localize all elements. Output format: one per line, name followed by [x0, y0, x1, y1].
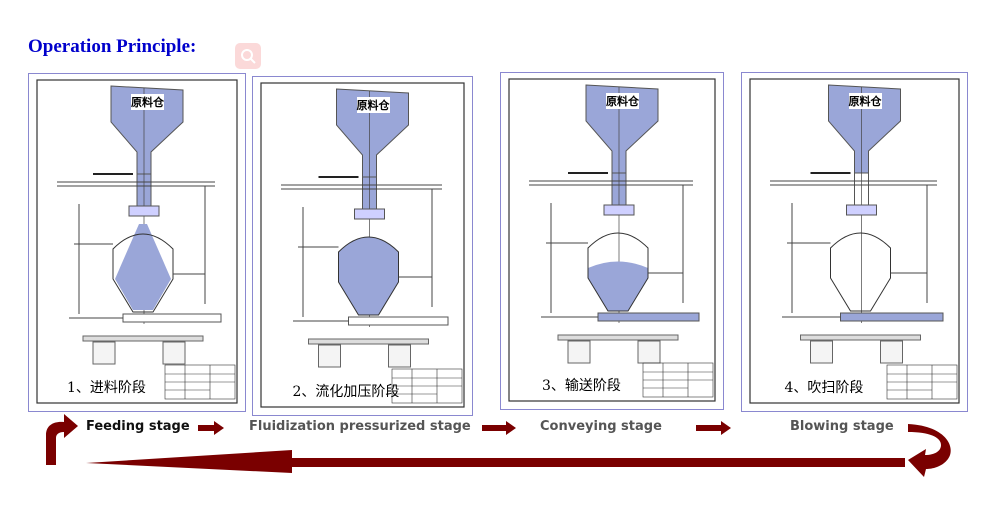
search-icon: [241, 49, 256, 64]
hopper-label: 原料仓: [606, 93, 639, 109]
stage-diagram-4: 原料仓 4、吹扫阶段: [741, 72, 968, 412]
stage-diagram-3: 原料仓 3、输送阶段: [500, 72, 724, 410]
drawing-stage-label: 2、流化加压阶段: [292, 384, 400, 400]
process-drawing: [749, 78, 960, 404]
hopper-label: 原料仓: [356, 97, 390, 113]
arrow-2: [482, 421, 516, 435]
curved-arrow-left: [46, 414, 78, 465]
process-drawing: [36, 79, 238, 404]
process-drawing: [508, 78, 716, 402]
arrow-1: [198, 421, 224, 435]
drawing-stage-label: 4、吹扫阶段: [784, 380, 864, 396]
hopper-label: 原料仓: [848, 93, 882, 109]
stage-caption-feeding: Feeding stage: [86, 419, 190, 434]
stage-caption-blowing: Blowing stage: [790, 419, 894, 434]
drawing-stage-label: 3、输送阶段: [542, 378, 621, 394]
zoom-button[interactable]: [235, 43, 261, 69]
page-title: Operation Principle:: [28, 36, 197, 57]
hopper-label: 原料仓: [131, 94, 164, 110]
stage-caption-fluidization: Fluidization pressurized stage: [249, 419, 471, 434]
process-drawing: [260, 82, 465, 408]
stage-caption-conveying: Conveying stage: [540, 419, 662, 434]
stage-diagram-2: 原料仓 2、流化加压阶段: [252, 76, 473, 416]
return-arrow: [86, 450, 905, 473]
drawing-stage-label: 1、进料阶段: [67, 380, 146, 396]
arrow-3: [696, 421, 731, 435]
curved-arrow-right: [908, 424, 951, 477]
stage-diagram-1: 原料仓 1、进料阶段: [28, 73, 246, 412]
